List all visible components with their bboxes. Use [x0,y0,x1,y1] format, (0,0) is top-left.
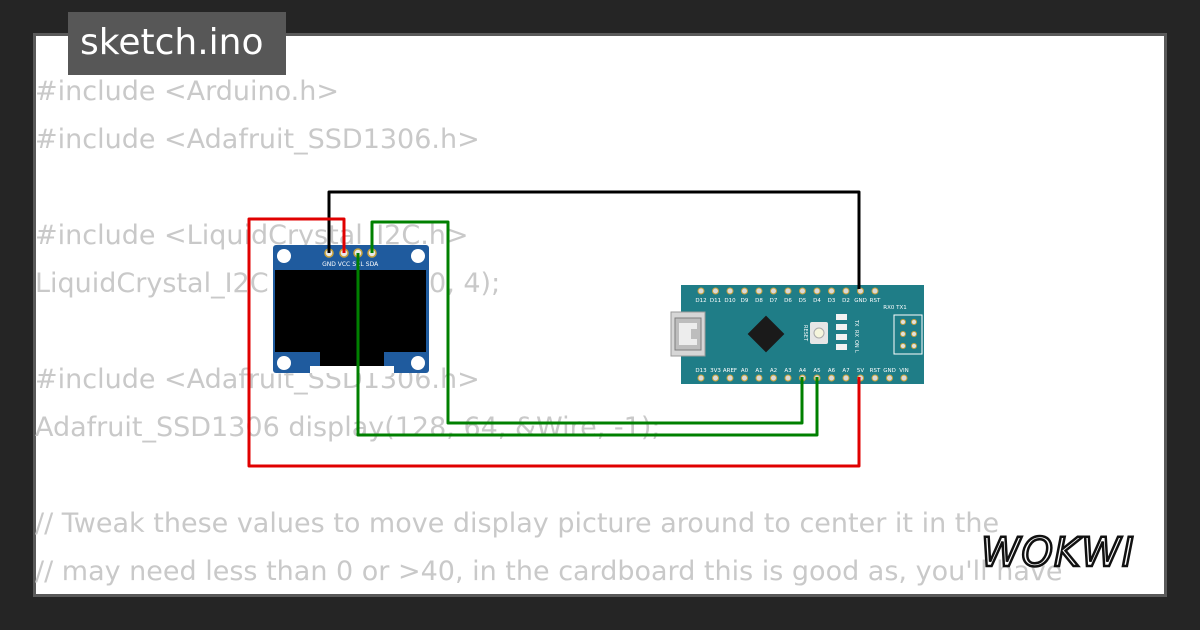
vcc-wire[interactable] [247,217,861,468]
nano-pin-label: A1 [755,368,762,374]
oled-screen [275,270,426,352]
nano-pin-label: RST [870,368,881,374]
nano-board [681,285,924,384]
scl-wire[interactable] [356,253,819,437]
wokwi-logo-text: WOKWI [981,530,1135,576]
nano-pin-aref[interactable] [726,374,734,382]
sda-wire[interactable] [370,220,804,425]
nano-pin-label: D2 [842,298,850,304]
wokwi-logo[interactable]: WOKWI [977,526,1152,576]
code-line: Adafruit_SSD1306 display(128, 64, &Wire,… [35,412,661,443]
oled-pin-label-gnd: GND [322,261,336,268]
file-tab-label: sketch.ino [80,22,264,63]
oled-mount-hole [277,356,291,370]
atmega-chip [747,315,785,353]
nano-pin-d11[interactable] [712,287,719,295]
nano-pin-a7[interactable] [842,374,850,382]
nano-pin-d6[interactable] [784,287,792,295]
oled-ribbon-base [310,366,394,373]
nano-pin-label: A3 [784,368,792,374]
nano-pin-label: GND [883,368,896,374]
nano-pin-d9[interactable] [741,287,748,295]
nano-pin-a3[interactable] [784,374,792,382]
oled-pin-label-sda: SDA [366,261,379,268]
reset-button-cap [813,327,825,339]
nano-pin-label: D10 [724,298,736,304]
nano-pin-rst[interactable] [871,287,879,295]
code-line: #include <Adafruit_SSD1306.h> [35,124,480,155]
preview-card [33,33,1167,597]
oled-mount-hole [277,249,291,263]
code-line: // Tweak these values to move display pi… [35,508,1000,539]
nano-pin-label: D9 [741,298,749,304]
oled-ribbon [320,352,384,366]
nano-pin-d7[interactable] [770,287,777,295]
nano-pin-a2[interactable] [770,374,777,382]
code-line: #include <Arduino.h> [35,76,339,107]
icsp-header [900,319,917,349]
nano-pin-label: D12 [695,298,706,304]
nano-pin-d13[interactable] [697,374,705,382]
led-label-rx: RX [853,330,859,337]
nano-pin-label: D7 [770,298,778,304]
nano-pin-d2[interactable] [842,287,850,295]
nano-pin-label: AREF [723,368,737,374]
nano-pin-d4[interactable] [813,287,821,295]
nano-pin-label: D11 [710,298,721,304]
gnd-wire[interactable] [327,190,861,289]
led-on [836,334,847,340]
nano-pin-d10[interactable] [726,287,734,295]
nano-pin-d3[interactable] [828,287,835,295]
code-line: // may need less than 0 or >40, in the c… [35,556,1063,587]
nano-pin-label: A2 [770,368,777,374]
nano-pin-label: A4 [799,368,807,374]
nano-pin-3v3[interactable] [712,374,719,382]
nano-pin-label: D13 [695,368,707,374]
nano-pin-label: D8 [755,298,763,304]
oled-pin-label-vcc: VCC [338,261,350,268]
nano-pin-label: 5V [857,368,864,374]
nano-pin-label: D3 [828,298,836,304]
oled-mount-hole [411,356,425,370]
nano-pin-label: VIN [899,368,909,374]
nano-pin-label: D5 [799,298,807,304]
led-l [836,344,847,350]
nano-pin-label: A6 [828,368,836,374]
nano-pin-label: D4 [813,298,821,304]
nano-pin-label: 3V3 [710,368,721,374]
led-rx [836,324,847,330]
nano-pin-d5[interactable] [799,287,806,295]
nano-pin-vin[interactable] [900,374,908,382]
usb-port-inner [679,323,697,345]
reset-label: RESET [802,325,808,342]
oled-display[interactable]: GND VCC SCL SDA [273,245,429,373]
nano-pin-d8[interactable] [755,287,763,295]
nano-pin-label: D6 [784,298,792,304]
icsp-outline [893,314,923,355]
nano-pin-a1[interactable] [755,374,763,382]
file-tab[interactable]: sketch.ino [68,12,286,75]
nano-pin-label: A7 [842,368,850,374]
oled-mount-hole [411,249,425,263]
nano-pin-gnd[interactable] [886,374,893,382]
nano-pin-label: A5 [813,368,821,374]
led-label-tx: TX [853,319,859,327]
nano-pin-rst[interactable] [871,374,879,382]
nano-pin-label: A0 [741,368,749,374]
nano-pin-d12[interactable] [697,287,705,295]
nano-pin-label: RST [870,298,881,304]
wires [247,190,861,468]
code-editor: #include <Arduino.h> #include <Adafruit_S… [35,68,1062,596]
rx-tx-label: RX0 TX1 [883,305,906,311]
nano-leds [836,314,847,350]
led-label-l: L [853,350,859,353]
nano-pin-label: GND [854,298,867,304]
led-tx [836,314,847,320]
nano-pin-a0[interactable] [741,374,748,382]
nano-pin-a6[interactable] [828,374,835,382]
led-label-on: ON [853,340,859,348]
